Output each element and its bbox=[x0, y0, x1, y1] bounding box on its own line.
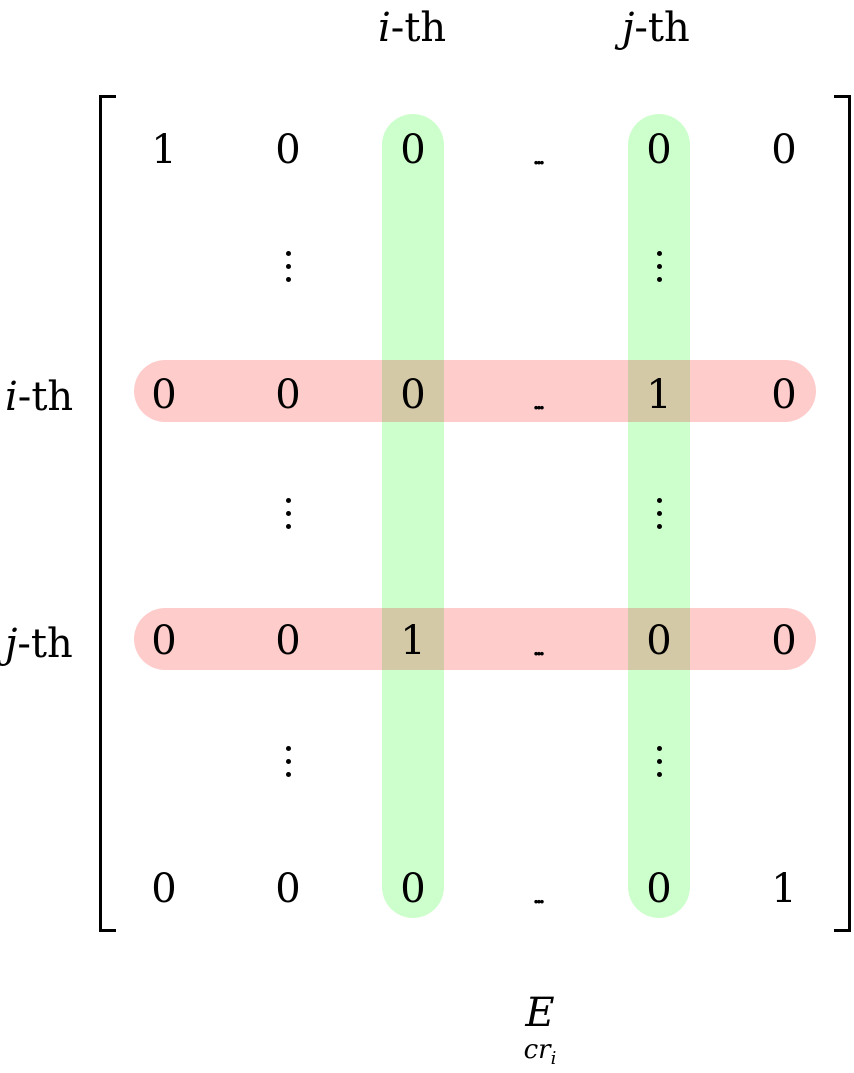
column-label-j-suffix: -th bbox=[634, 5, 690, 51]
matrix-cell: 0 bbox=[646, 618, 672, 664]
matrix-cell: 0 bbox=[646, 866, 672, 912]
caption-subscript: cri bbox=[523, 1035, 557, 1070]
left-bracket bbox=[99, 95, 116, 932]
matrix-cell: 0 bbox=[275, 372, 301, 418]
i-th-column-highlight bbox=[382, 114, 444, 918]
matrix-ellipsis: ... bbox=[531, 629, 547, 662]
vertical-dots bbox=[654, 494, 664, 533]
matrix-cell: 0 bbox=[400, 372, 426, 418]
column-label-i-suffix: -th bbox=[390, 5, 447, 51]
column-label-j-var: j bbox=[622, 5, 635, 51]
overlap-ij bbox=[628, 360, 690, 422]
matrix-cell: 0 bbox=[771, 618, 797, 664]
matrix-caption: E cri bbox=[500, 990, 580, 1073]
vertical-dots bbox=[654, 247, 664, 286]
column-label-i: i-th bbox=[378, 3, 446, 53]
matrix-cell: 1 bbox=[151, 127, 177, 173]
matrix-cell: 1 bbox=[771, 866, 797, 912]
right-bracket bbox=[834, 95, 851, 932]
matrix-cell: 0 bbox=[400, 866, 426, 912]
matrix-ellipsis: ... bbox=[531, 138, 547, 171]
matrix-cell: 0 bbox=[771, 372, 797, 418]
vertical-dots bbox=[283, 742, 293, 781]
matrix-cell: 0 bbox=[275, 618, 301, 664]
vertical-dots bbox=[654, 742, 664, 781]
overlap-ji bbox=[382, 608, 444, 670]
row-label-j-suffix: -th bbox=[17, 621, 73, 667]
matrix-cell: 1 bbox=[646, 372, 672, 418]
row-label-i-var: i bbox=[5, 374, 18, 420]
matrix-cell: 0 bbox=[771, 127, 797, 173]
matrix-cell: 0 bbox=[275, 866, 301, 912]
i-th-row-highlight bbox=[134, 360, 816, 422]
column-label-j: j-th bbox=[622, 3, 690, 53]
vertical-dots bbox=[283, 494, 293, 533]
row-label-i: i-th bbox=[5, 372, 73, 422]
j-th-column-highlight bbox=[628, 114, 690, 918]
matrix-cell: 1 bbox=[400, 618, 426, 664]
row-label-j: j-th bbox=[5, 619, 73, 669]
matrix-cell: 0 bbox=[400, 127, 426, 173]
j-th-row-highlight bbox=[134, 608, 816, 670]
overlap-ii bbox=[382, 360, 444, 422]
caption-subscript-index: i bbox=[550, 1048, 557, 1070]
column-label-i-var: i bbox=[378, 5, 391, 51]
matrix-cell: 0 bbox=[151, 372, 177, 418]
matrix-cell: 0 bbox=[151, 618, 177, 664]
row-label-j-var: j bbox=[5, 621, 18, 667]
matrix-cell: 0 bbox=[646, 127, 672, 173]
row-label-i-suffix: -th bbox=[17, 374, 74, 420]
vertical-dots bbox=[283, 247, 293, 286]
overlap-jj bbox=[628, 608, 690, 670]
matrix-ellipsis: ... bbox=[531, 877, 547, 910]
matrix-ellipsis: ... bbox=[531, 383, 547, 416]
caption-symbol: E bbox=[525, 990, 555, 1036]
matrix-cell: 0 bbox=[151, 866, 177, 912]
matrix-cell: 0 bbox=[275, 127, 301, 173]
